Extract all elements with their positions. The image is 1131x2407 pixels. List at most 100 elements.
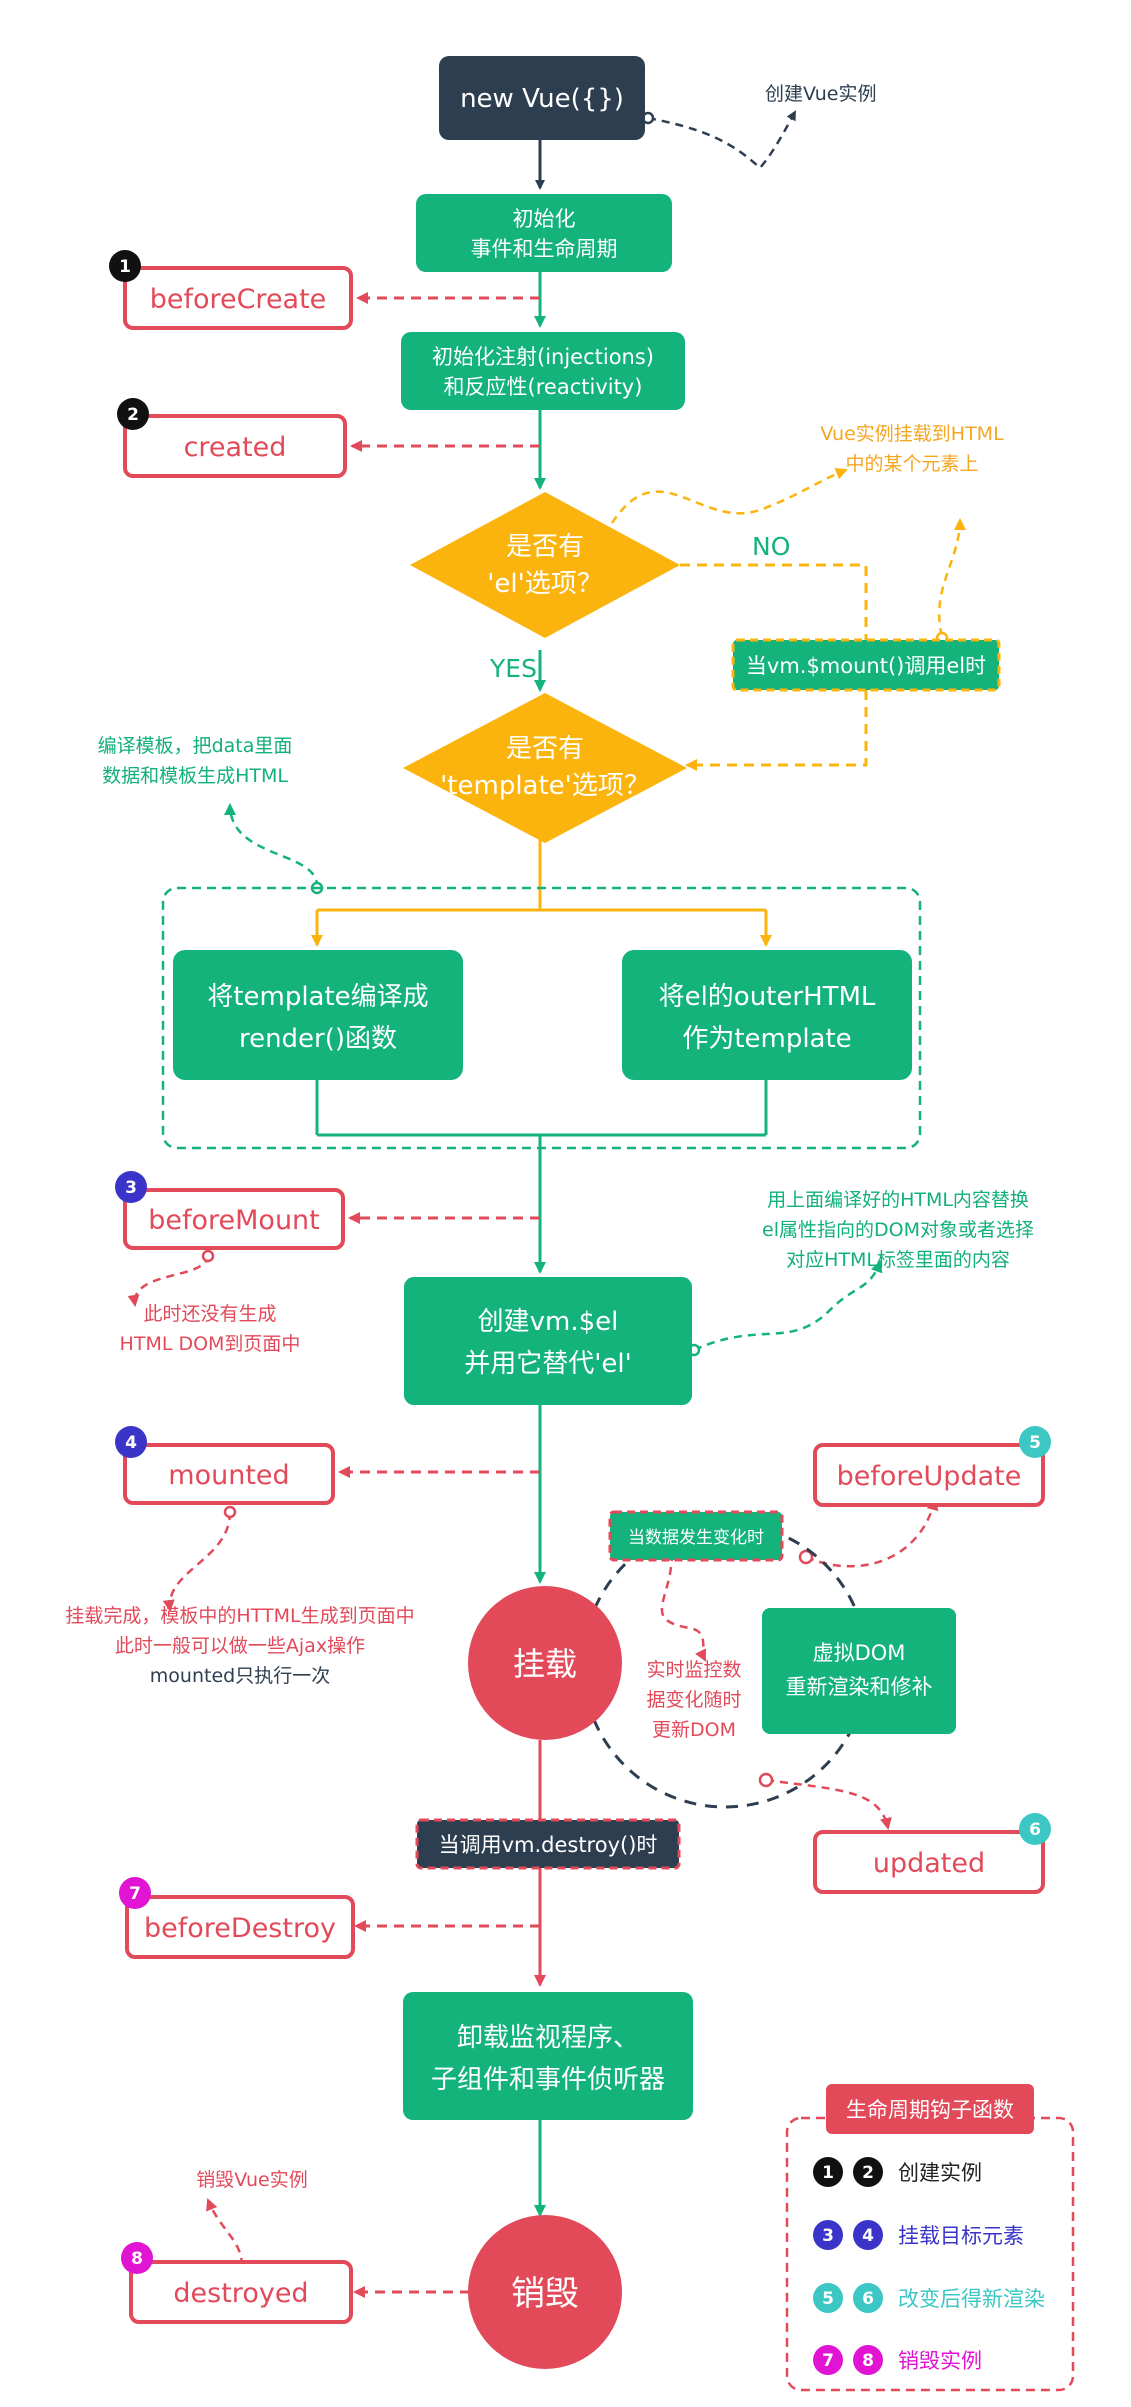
template-group-frame	[161, 886, 922, 1150]
no-label: NO	[752, 532, 790, 561]
svg-text:是否有: 是否有	[506, 532, 584, 562]
svg-text:改变后得新渲染: 改变后得新渲染	[898, 2287, 1045, 2311]
has-el-diamond: 是否有 'el'选项？	[410, 492, 680, 638]
outer-html-node: 将el的outerHTML 作为template	[622, 950, 912, 1080]
hook-created: created 2	[117, 398, 347, 478]
svg-text:8: 8	[862, 2351, 874, 2371]
svg-text:beforeCreate: beforeCreate	[150, 284, 327, 315]
svg-text:2: 2	[127, 405, 139, 425]
hook-before-destroy: beforeDestroy 7	[119, 1877, 355, 1959]
annotation-curves	[127, 110, 966, 2275]
compile-note-line1: 编译模板，把data里面	[98, 735, 293, 757]
destroy-call-node: 当调用vm.destroy()时	[415, 1818, 681, 1870]
replace-note-line1: 用上面编译好的HTML内容替换	[767, 1189, 1029, 1211]
svg-text:当数据发生变化时: 当数据发生变化时	[628, 1528, 764, 1548]
svg-text:当调用vm.destroy()时: 当调用vm.destroy()时	[439, 1833, 658, 1857]
svg-text:4: 4	[862, 2226, 874, 2246]
svg-text:render()函数: render()函数	[239, 1024, 397, 1054]
svg-text:和反应性(reactivity): 和反应性(reactivity)	[444, 375, 643, 399]
svg-text:创建实例: 创建实例	[898, 2161, 982, 2185]
svg-text:6: 6	[1029, 1820, 1041, 1840]
svg-text:3: 3	[125, 1178, 137, 1198]
svg-text:5: 5	[822, 2289, 834, 2309]
destroy-note: 销毁Vue实例	[196, 2169, 307, 2191]
svg-text:new Vue({}): new Vue({})	[460, 84, 624, 114]
svg-text:beforeDestroy: beforeDestroy	[144, 1913, 336, 1944]
hook-before-create: beforeCreate 1	[109, 250, 353, 330]
svg-text:8: 8	[131, 2249, 143, 2269]
main-connectors	[311, 140, 868, 2217]
svg-text:beforeMount: beforeMount	[148, 1205, 320, 1236]
hook-before-update: beforeUpdate 5	[813, 1426, 1051, 1507]
svg-text:updated: updated	[873, 1848, 985, 1879]
hook-updated: updated 6	[813, 1813, 1051, 1894]
unload-node: 卸载监视程序、 子组件和事件侦听器	[403, 1992, 693, 2120]
svg-text:初始化注射(injections): 初始化注射(injections)	[432, 345, 654, 369]
svg-text:beforeUpdate: beforeUpdate	[837, 1461, 1022, 1492]
before-mount-note-line1: 此时还没有生成	[143, 1303, 276, 1325]
svg-text:作为template: 作为template	[682, 1024, 851, 1054]
hook-connectors	[338, 292, 540, 2298]
vm-mount-node: 当vm.$mount()调用el时	[731, 638, 1001, 692]
mounted-note-line3: mounted只执行一次	[150, 1665, 330, 1687]
mount-note-line2: 中的某个元素上	[845, 453, 978, 475]
mounted-note-line2: 此时一般可以做一些Ajax操作	[115, 1635, 365, 1657]
svg-text:重新渲染和修补: 重新渲染和修补	[786, 1675, 933, 1699]
svg-text:销毁: 销毁	[511, 2274, 579, 2314]
before-mount-note-line2: HTML DOM到页面中	[120, 1333, 301, 1355]
svg-text:子组件和事件侦听器: 子组件和事件侦听器	[431, 2065, 665, 2095]
svg-text:创建vm.$el: 创建vm.$el	[478, 1307, 619, 1337]
legend: 生命周期钩子函数 1 2 创建实例 3 4 挂载目标元素 5 6 改变后得新渲染…	[785, 2084, 1075, 2392]
legend-row: 1 2 创建实例	[813, 2157, 982, 2187]
svg-text:7: 7	[822, 2351, 834, 2371]
svg-text:4: 4	[125, 1433, 137, 1453]
svg-text:'template'选项？: 'template'选项？	[440, 771, 650, 801]
svg-text:挂载目标元素: 挂载目标元素	[898, 2224, 1024, 2248]
init-events-node: 初始化 事件和生命周期	[416, 194, 672, 272]
mounted-note-line1: 挂载完成，模板中的HTTML生成到页面中	[65, 1605, 414, 1627]
svg-text:当vm.$mount()调用el时: 当vm.$mount()调用el时	[746, 654, 986, 678]
mount-note: Vue实例挂载到HTML	[820, 423, 1004, 445]
new-vue-node: new Vue({})	[439, 56, 645, 140]
hook-before-mount: beforeMount 3	[115, 1171, 345, 1250]
watch-note-line3: 更新DOM	[652, 1719, 736, 1741]
legend-row: 5 6 改变后得新渲染	[813, 2283, 1045, 2313]
svg-text:destroyed: destroyed	[173, 2278, 308, 2309]
watch-note-line2: 据变化随时	[646, 1689, 741, 1711]
virtual-dom-node: 虚拟DOM 重新渲染和修补	[762, 1608, 956, 1734]
svg-text:事件和生命周期: 事件和生命周期	[471, 237, 618, 261]
svg-text:初始化: 初始化	[513, 207, 576, 231]
watch-note-line1: 实时监控数	[646, 1659, 741, 1681]
replace-note-line3: 对应HTML标签里面的内容	[786, 1249, 1010, 1271]
svg-text:虚拟DOM: 虚拟DOM	[813, 1641, 906, 1665]
svg-text:卸载监视程序、: 卸载监视程序、	[457, 2023, 639, 2053]
svg-text:2: 2	[862, 2163, 874, 2183]
svg-text:'el'选项？: 'el'选项？	[487, 569, 603, 599]
data-change-node: 当数据发生变化时	[608, 1510, 784, 1562]
has-template-diamond: 是否有 'template'选项？	[403, 693, 687, 843]
svg-text:created: created	[184, 432, 287, 463]
svg-text:将template编译成: 将template编译成	[207, 982, 428, 1012]
legend-row: 3 4 挂载目标元素	[813, 2220, 1024, 2250]
mounting-circle: 挂载	[468, 1586, 622, 1740]
svg-text:6: 6	[862, 2289, 874, 2309]
replace-note-line2: el属性指向的DOM对象或者选择	[762, 1219, 1034, 1241]
legend-title: 生命周期钩子函数	[846, 2098, 1014, 2122]
svg-text:mounted: mounted	[168, 1460, 289, 1491]
svg-text:销毁实例: 销毁实例	[898, 2349, 982, 2373]
init-injections-node: 初始化注射(injections) 和反应性(reactivity)	[401, 332, 685, 410]
svg-text:5: 5	[1029, 1433, 1041, 1453]
legend-row: 7 8 销毁实例	[813, 2345, 982, 2375]
svg-text:并用它替代'el': 并用它替代'el'	[464, 1349, 632, 1379]
yes-label: YES	[489, 654, 537, 683]
hook-mounted: mounted 4	[115, 1426, 335, 1505]
svg-text:将el的outerHTML: 将el的outerHTML	[659, 982, 876, 1012]
svg-text:挂载: 挂载	[513, 1645, 577, 1683]
svg-text:是否有: 是否有	[506, 734, 584, 764]
compile-note-line2: 数据和模板生成HTML	[102, 765, 288, 787]
svg-text:7: 7	[129, 1884, 141, 1904]
svg-text:1: 1	[119, 257, 131, 277]
template-render-node: 将template编译成 render()函数	[173, 950, 463, 1080]
create-vue-note: 创建Vue实例	[765, 83, 876, 105]
